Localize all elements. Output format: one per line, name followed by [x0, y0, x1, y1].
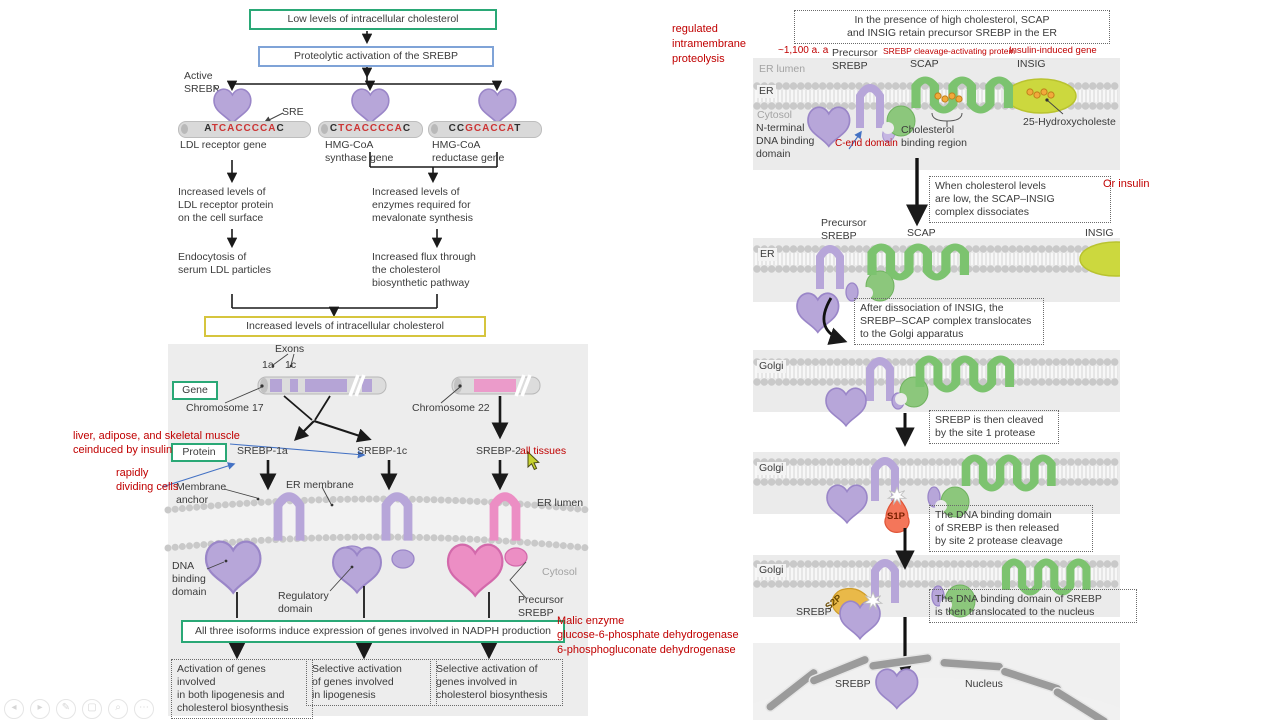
pathway-box-dissociation: After dissociation of INSIG, the SREBP–S…	[854, 298, 1044, 346]
pathway-box-cleave: SREBP is then cleaved by the site 1 prot…	[929, 410, 1059, 445]
pathway-proteins	[753, 78, 1120, 720]
cytosol-label: Cytosol	[542, 566, 578, 578]
next-icon: ▸	[37, 702, 43, 713]
c-end-annotation: C-end domain	[835, 138, 898, 149]
exons-label: Exons	[275, 343, 305, 355]
cytosol-label-right: Cytosol	[757, 109, 793, 121]
more-options-button[interactable]: ⋯	[134, 699, 154, 719]
reductase-gene-label: HMG-CoA reductase gene	[432, 139, 505, 165]
insig-label-2: INSIG	[1085, 227, 1114, 239]
protein-box: Protein	[171, 443, 227, 463]
er-lumen-label: ER lumen	[537, 497, 584, 509]
ldl-gene-label: LDL receptor gene	[180, 139, 267, 151]
effect-flux: Increased flux through the cholesterol b…	[372, 251, 476, 290]
chromosome-17-label: Chromosome 17	[186, 402, 264, 414]
previous-slide-button[interactable]: ◂	[4, 699, 24, 719]
copy-icon: ▢	[87, 702, 97, 713]
gene-box: Gene	[172, 381, 218, 401]
pathway-box-translocate: The DNA binding domain of SREBP is then …	[929, 589, 1137, 624]
er-membrane-label: ER membrane	[286, 479, 354, 491]
ellipsis-icon: ⋯	[139, 702, 149, 713]
zoom-button[interactable]: ⌕	[108, 699, 128, 719]
srebp-nucleus-label: SREBP	[835, 678, 871, 690]
scap-label-1: SCAP	[910, 58, 939, 70]
mouse-cursor	[527, 450, 540, 471]
er-lumen-label-right: ER lumen	[759, 63, 806, 75]
n-terminal-label: N-terminal DNA binding domain	[756, 122, 815, 161]
exon-1a-label: 1a	[262, 359, 274, 371]
effect-endocytosis: Endocytosis of serum LDL particles	[178, 251, 271, 277]
outcome-box-3: Selective activation of genes involved i…	[430, 659, 563, 707]
pen-icon: ✎	[61, 702, 71, 713]
scap-protein	[886, 105, 916, 137]
or-insulin-annotation: Or insulin	[1103, 178, 1150, 190]
scap-label-2: SCAP	[907, 227, 936, 239]
golgi-label-3: Golgi	[757, 564, 786, 578]
pathway-box-retain: In the presence of high cholesterol, SCA…	[794, 10, 1110, 45]
active-srebp-label: Active SREBP	[184, 70, 220, 96]
precursor-srebp-label-2: Precursor SREBP	[821, 217, 867, 243]
dna-binding-domain-label: DNA binding domain	[172, 560, 207, 599]
reductase-gene-sequence: CCGCACCAT	[428, 121, 542, 138]
ldl-gene-sequence: ATCACCCCAC	[178, 121, 311, 138]
srebp-1c-label: SREBP-1c	[357, 445, 408, 457]
synthase-gene-label: HMG-CoA synthase gene	[325, 139, 394, 165]
rapidly-dividing-annotation: rapidly dividing cells	[116, 467, 179, 493]
flowchart-box-low-cholesterol: Low levels of intracellular cholesterol	[249, 9, 497, 31]
flowchart-box-proteolytic: Proteolytic activation of the SREBP	[258, 46, 494, 68]
s1p-label: S1P	[887, 511, 905, 522]
previous-icon: ◂	[11, 702, 17, 713]
magnifier-icon: ⌕	[115, 702, 121, 713]
effect-enzymes: Increased levels of enzymes required for…	[372, 186, 473, 225]
copy-button[interactable]: ▢	[82, 699, 102, 719]
aa-annotation: ~1,100 a. a	[778, 45, 829, 56]
rip-annotation: regulated intramembrane proteolysis	[672, 23, 746, 65]
er-label-2: ER	[758, 248, 777, 262]
golgi-label-2: Golgi	[757, 462, 786, 476]
insig-full-annotation: Insulin-induced gene	[1009, 45, 1097, 56]
insig-label-1: INSIG	[1017, 58, 1046, 70]
outcome-box-2: Selective activation of genes involved i…	[306, 659, 437, 707]
annotation-arrows	[161, 130, 862, 488]
nucleus-label: Nucleus	[965, 678, 1003, 690]
er-membrane-band	[168, 501, 588, 548]
pen-button[interactable]: ✎	[56, 699, 76, 719]
effect-ldl-receptor: Increased levels of LDL receptor protein…	[178, 186, 274, 225]
srebp-2-label: SREBP-2	[476, 445, 521, 457]
precursor-srebp-label: Precursor SREBP	[518, 594, 564, 620]
gene-diagram-graphics	[164, 353, 592, 660]
cholesterol-binding-label: Cholesterol binding region	[901, 124, 967, 150]
exon-1c-label: 1c	[285, 359, 297, 371]
all-tissues-annotation: all tissues	[520, 445, 567, 457]
next-slide-button[interactable]: ▸	[30, 699, 50, 719]
membrane-anchor-label: Membrane anchor	[176, 481, 227, 507]
pathway-box-low: When cholesterol levels are low, the SCA…	[929, 176, 1111, 224]
synthase-gene-sequence: CTCACCCCAC	[318, 121, 423, 138]
active-srebp-proteins	[213, 88, 517, 125]
outcome-box-1: Activation of genes involved in both lip…	[171, 659, 313, 720]
sre-label: SRE	[282, 106, 304, 118]
nucleus-body	[753, 678, 1120, 720]
insig-protein	[1005, 78, 1077, 114]
golgi-label-1: Golgi	[757, 360, 786, 374]
tissues-annotation-line2: ceinduced by insulin	[73, 444, 173, 456]
pathway-box-release: The DNA binding domain of SREBP is then …	[929, 505, 1093, 553]
precursor-srebp-label-1: Precursor SREBP	[832, 47, 878, 73]
flowchart-box-increased-cholesterol: Increased levels of intracellular choles…	[204, 316, 486, 338]
nadph-enzymes-annotation: Malic enzyme glucose-6-phosphate dehydro…	[557, 615, 739, 656]
srebp-1a-label: SREBP-1a	[237, 445, 288, 457]
chromosome-22-label: Chromosome 22	[412, 402, 490, 414]
nadph-box: All three isoforms induce expression of …	[181, 620, 565, 644]
hydroxycholesterol-label: 25-Hydroxycholeste	[1023, 116, 1116, 128]
scap-full-annotation: SREBP cleavage-activating protein	[883, 46, 1016, 56]
er-label-1: ER	[757, 85, 776, 99]
flowchart-arrows	[226, 31, 503, 318]
regulatory-domain-label: Regulatory domain	[278, 590, 329, 616]
srebp-released-label: SREBP	[796, 606, 832, 618]
tissues-annotation-line1: liver, adipose, and skeletal muscle	[73, 430, 240, 442]
